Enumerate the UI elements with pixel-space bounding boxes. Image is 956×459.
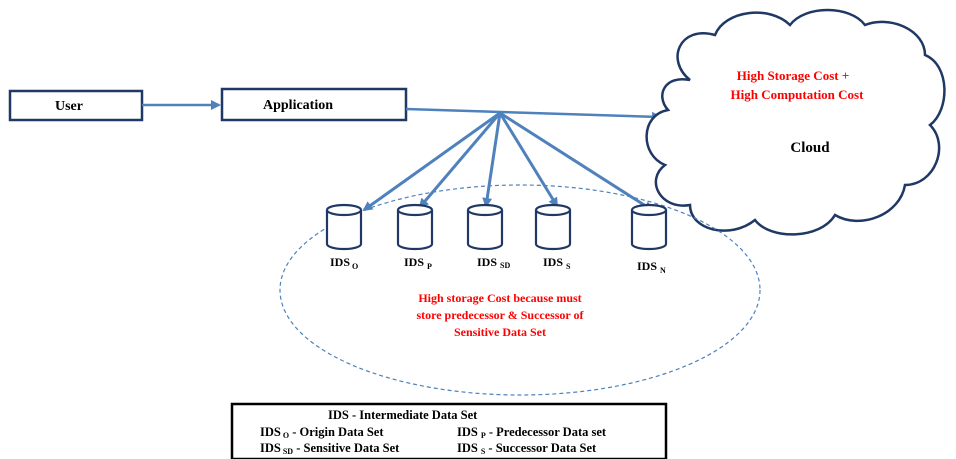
arrow-to-ids-p bbox=[418, 112, 502, 209]
legend-row1: IDS - Intermediate Data Set bbox=[328, 408, 478, 422]
application-node: Application bbox=[220, 87, 408, 122]
cylinder-ids-p bbox=[396, 203, 434, 251]
cloud-cost-line1: High Storage Cost + bbox=[737, 68, 850, 83]
cloud-cost-line2: High Computation Cost bbox=[731, 87, 865, 102]
arrow-to-ids-o bbox=[362, 111, 501, 212]
cylinder-ids-s bbox=[534, 203, 572, 251]
cylinder-body bbox=[534, 210, 572, 251]
cloud-shape bbox=[645, 8, 946, 236]
cloud-label: Cloud bbox=[790, 140, 830, 156]
cylinder-ids-n bbox=[630, 203, 668, 251]
arrow-to-ids-s bbox=[498, 112, 559, 208]
cylinder-body bbox=[325, 210, 363, 251]
application-label: Application bbox=[263, 98, 333, 113]
cloud-node: High Storage Cost + High Computation Cos… bbox=[645, 8, 946, 236]
note-line1: High storage Cost because must bbox=[418, 291, 581, 305]
cylinder-ids-sd bbox=[466, 203, 504, 251]
cylinder-body bbox=[466, 210, 504, 251]
note-line2: store predecessor & Successor of bbox=[416, 308, 584, 322]
cylinder-top bbox=[534, 203, 572, 217]
fanout-arrows bbox=[362, 111, 654, 212]
storage-region bbox=[279, 184, 761, 396]
storage-note: High storage Cost because must store pre… bbox=[416, 291, 584, 339]
legend-box bbox=[230, 402, 668, 459]
user-label: User bbox=[55, 99, 83, 114]
cylinder-top bbox=[630, 203, 668, 217]
note-line3: Sensitive Data Set bbox=[454, 325, 546, 339]
cylinder-top bbox=[396, 203, 434, 217]
cylinder-ids-o bbox=[325, 203, 363, 251]
application-to-cloud-arrow bbox=[405, 107, 662, 122]
arrow-to-ids-n bbox=[499, 111, 654, 212]
dataset-cylinders bbox=[325, 203, 668, 251]
cylinder-top bbox=[466, 203, 504, 217]
cylinder-body bbox=[396, 210, 434, 251]
cylinder-top bbox=[325, 203, 363, 217]
user-node: User bbox=[8, 89, 144, 122]
cylinder-body bbox=[630, 210, 668, 251]
arrow-to-ids-sd bbox=[482, 112, 502, 208]
